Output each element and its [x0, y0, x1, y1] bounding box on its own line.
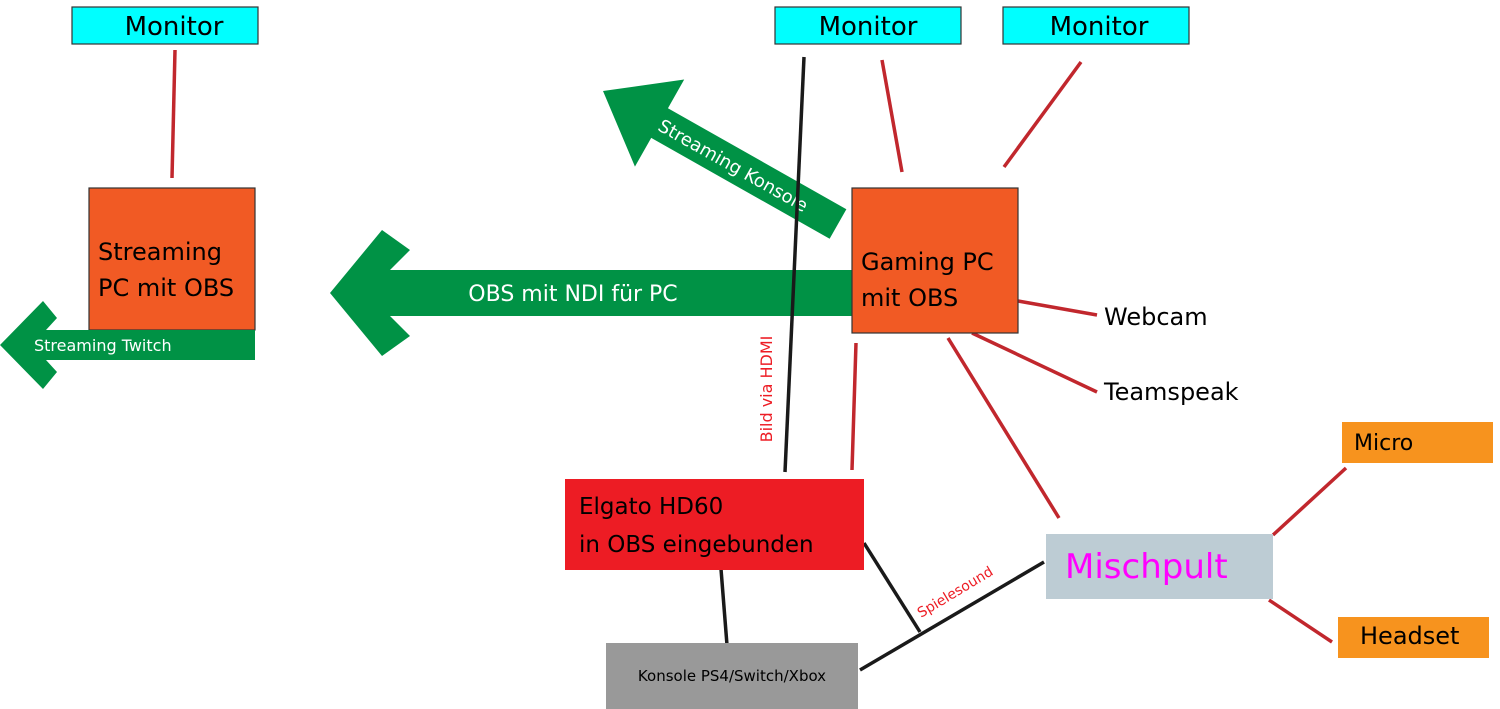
- streaming-pc-label-line1: Streaming: [98, 238, 222, 266]
- arrow-obs-ndi-label: OBS mit NDI für PC: [468, 282, 677, 307]
- line-gaming-pc-teamspeak: [971, 331, 1098, 394]
- mischpult: Mischpult: [1046, 534, 1273, 599]
- line-gaming-pc-elgato: [850, 342, 858, 471]
- line-gaming-pc-mischpult: [946, 337, 1061, 519]
- line-monitor-right-gaming-pc: [1002, 60, 1083, 169]
- line-monitor-left-streaming-pc: [170, 49, 177, 179]
- line-gaming-pc-webcam: [1017, 299, 1098, 317]
- teamspeak-label: Teamspeak: [1103, 378, 1239, 406]
- monitor-center: Monitor: [774, 6, 962, 45]
- monitor-left: Monitor: [71, 6, 259, 45]
- streaming-pc-label-line2: PC mit OBS: [98, 274, 234, 302]
- streaming-pc: Streaming PC mit OBS: [88, 187, 256, 331]
- elgato-hd60: Elgato HD60 in OBS eingebunden: [565, 479, 864, 570]
- elgato-label-line2: in OBS eingebunden: [579, 532, 814, 558]
- line-konsole-mischpult: [859, 560, 1045, 672]
- micro-label: Micro: [1354, 431, 1413, 456]
- mischpult-label: Mischpult: [1065, 547, 1228, 587]
- webcam-label: Webcam: [1104, 303, 1208, 331]
- line-monitor-center-gaming-pc: [880, 59, 904, 173]
- monitor-left-label: Monitor: [125, 12, 224, 42]
- arrow-streaming-konsole: Streaming Konsole: [603, 79, 847, 239]
- line-elgato-sound-junction: [862, 542, 922, 633]
- black-connections: [719, 56, 1045, 672]
- arrow-obs-ndi: OBS mit NDI für PC: [330, 230, 853, 356]
- arrow-streaming-twitch-shape: [0, 301, 255, 389]
- arrow-streaming-konsole-shape: [603, 79, 847, 239]
- konsole: Konsole PS4/Switch/Xbox: [606, 643, 858, 709]
- red-connections: [170, 49, 1348, 644]
- line-hdmi-monitor-elgato: [783, 56, 806, 473]
- monitor-right: Monitor: [1002, 6, 1190, 45]
- gaming-pc: Gaming PC mit OBS: [851, 187, 1019, 334]
- gaming-pc-label-line1: Gaming PC: [861, 248, 994, 276]
- headset-label: Headset: [1360, 622, 1459, 650]
- line-mischpult-headset: [1268, 598, 1333, 644]
- arrow-streaming-twitch-label: Streaming Twitch: [34, 336, 172, 355]
- headset: Headset: [1338, 617, 1489, 658]
- gaming-pc-label-line2: mit OBS: [861, 284, 958, 312]
- bild-via-hdmi-annotation: Bild via HDMI: [757, 336, 776, 443]
- line-elgato-konsole: [719, 568, 729, 646]
- micro: Micro: [1342, 422, 1493, 463]
- monitor-right-label: Monitor: [1050, 12, 1149, 42]
- konsole-label: Konsole PS4/Switch/Xbox: [638, 667, 826, 685]
- elgato-label-line1: Elgato HD60: [579, 494, 723, 520]
- arrow-obs-ndi-shape: [330, 230, 853, 356]
- arrow-streaming-konsole-label: Streaming Konsole: [654, 116, 811, 217]
- monitor-center-label: Monitor: [819, 12, 918, 42]
- line-mischpult-micro: [1271, 466, 1348, 537]
- arrow-streaming-twitch: Streaming Twitch: [0, 301, 255, 389]
